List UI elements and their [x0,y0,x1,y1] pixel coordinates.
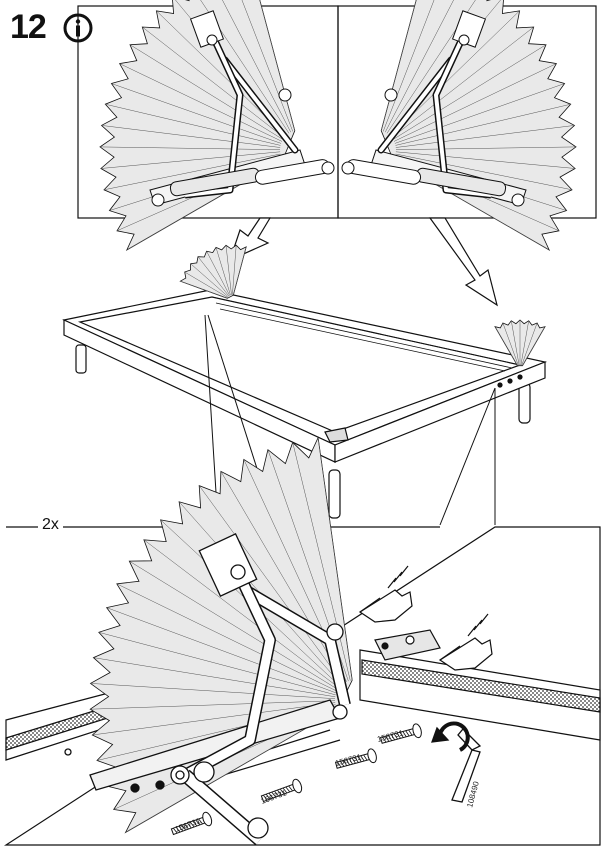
pointing-hand-icon [438,613,493,671]
large-mechanism [64,533,351,846]
screw [379,723,422,744]
right-detail-mechanism [341,0,577,251]
bed-fan-left [179,244,247,299]
right-pointer-arrow [428,217,498,307]
bed-frame [62,289,548,519]
left-pleated-fan [99,0,296,251]
corner-bracket [374,629,441,661]
screw [260,778,303,803]
screw [170,811,213,836]
bed-fan-right [494,319,546,367]
screw [334,748,377,769]
quantity-label: 2x [38,517,63,533]
screws [170,723,422,836]
info-icon[interactable] [62,12,94,44]
screw-part-number: 156731 [174,816,203,834]
step-number: 12 [10,8,47,46]
left-detail-mechanism [99,0,335,251]
direction-arrows [228,217,498,307]
screw-part-number: 156731 [376,728,405,744]
bottom-detail-panel: 156731 156731 156731 156731 108490 [3,436,601,846]
rotate-arrow-icon [431,721,470,752]
pointing-hand-icon [358,565,413,623]
